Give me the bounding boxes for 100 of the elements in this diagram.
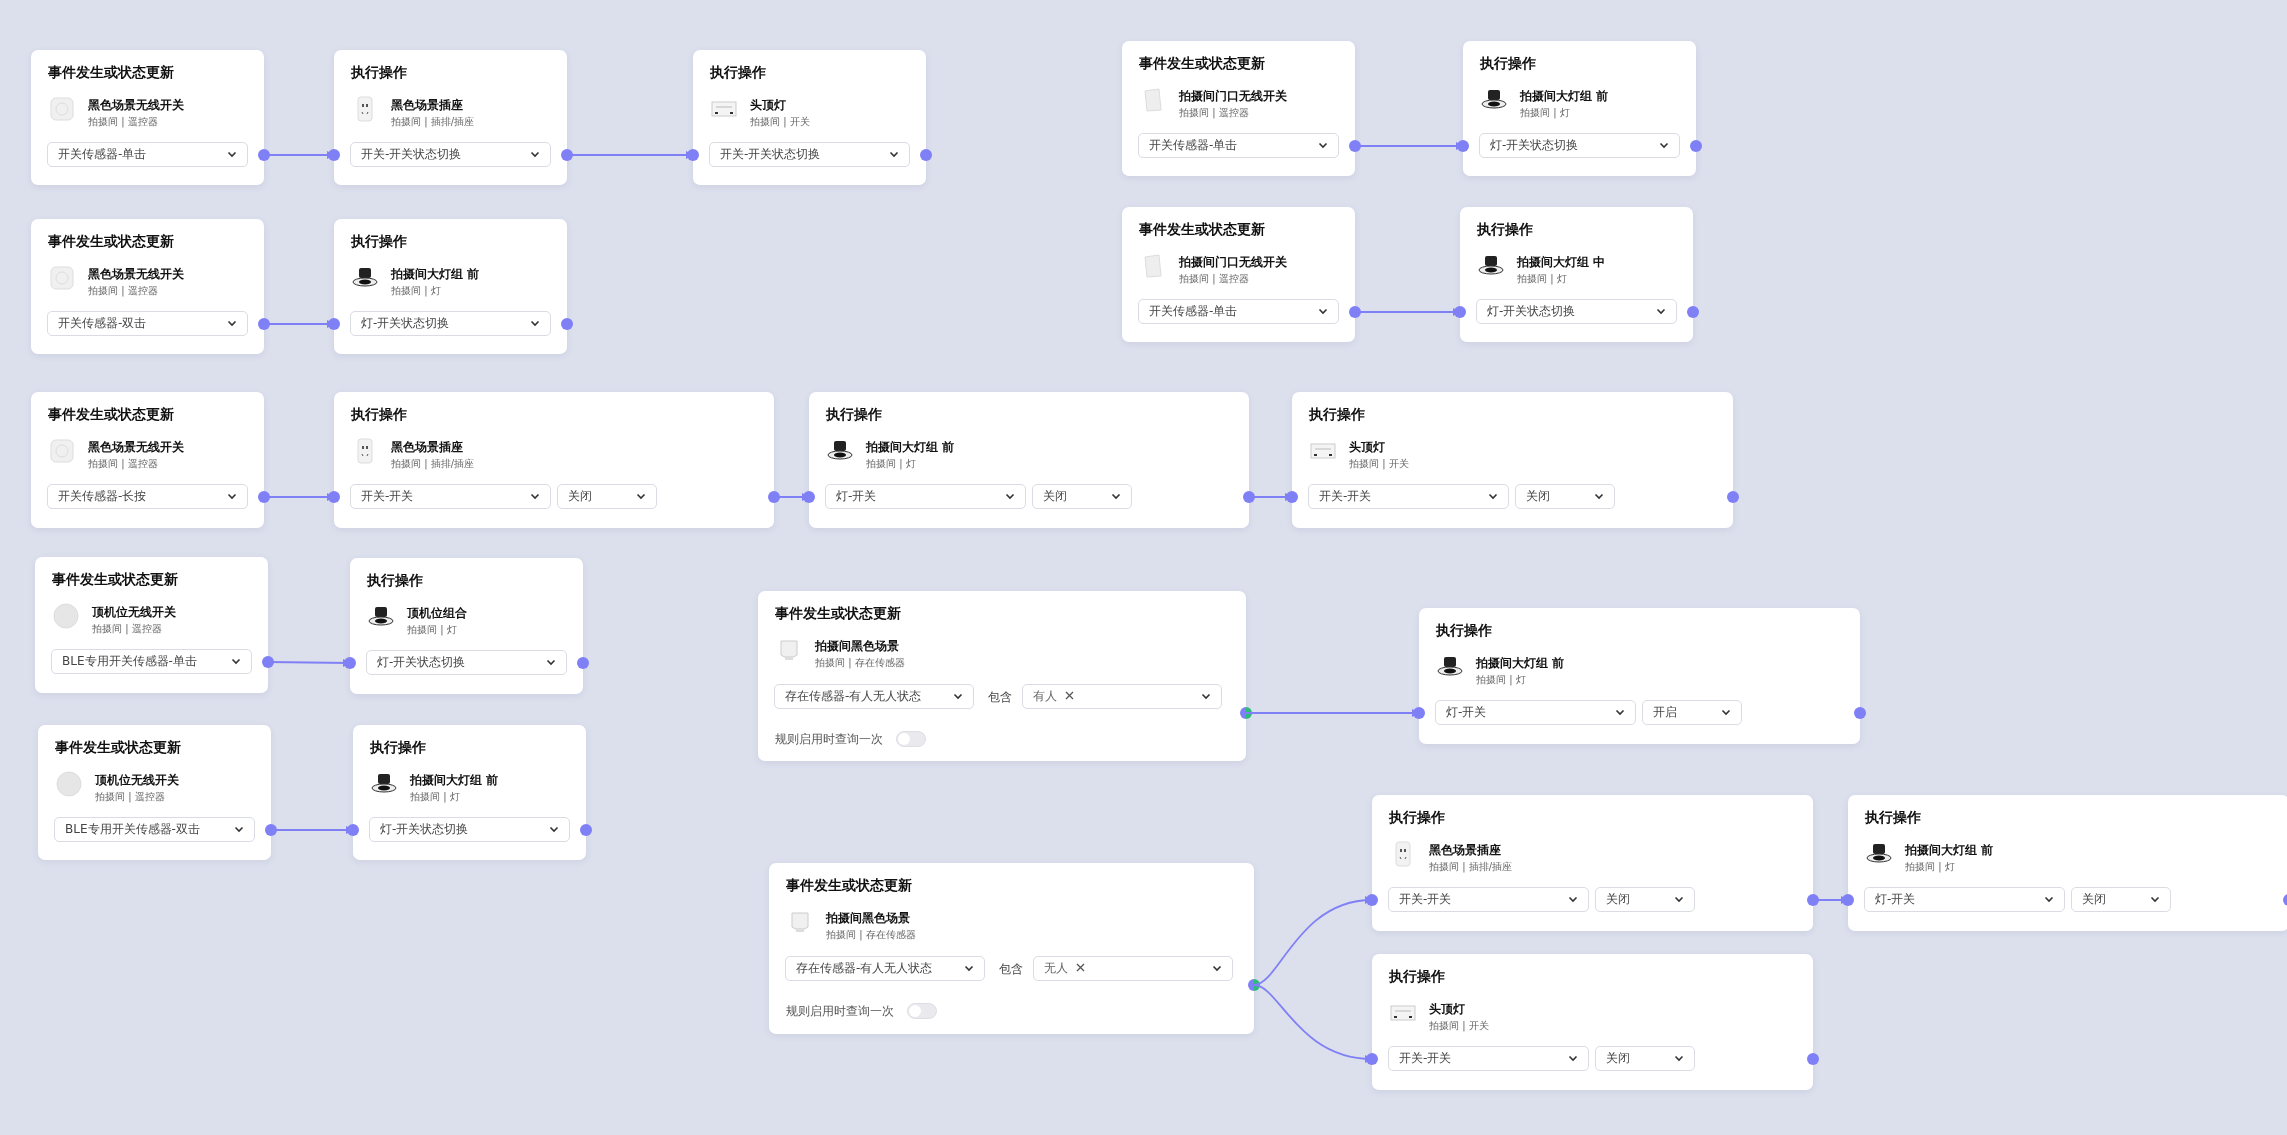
action-card: [1460, 207, 1693, 342]
device-location: 拍摄间 | 遥控器: [88, 115, 158, 129]
card-heading: 执行操作: [1477, 221, 1533, 239]
card-heading: 事件发生或状态更新: [1139, 221, 1265, 239]
toggle-label: 规则启用时查询一次: [775, 731, 883, 748]
card-heading: 事件发生或状态更新: [1139, 55, 1265, 73]
action-card: [1463, 41, 1696, 176]
device-location: 拍摄间 | 遥控器: [88, 457, 158, 471]
device-location: 拍摄间 | 灯: [866, 457, 916, 471]
select-field: 有人: [1022, 684, 1222, 709]
dropdown: 开关传感器-长按: [47, 484, 248, 509]
card-heading: 事件发生或状态更新: [786, 877, 912, 895]
trigger-card: [35, 557, 268, 693]
dropdown: BLE专用开关传感器-双击: [54, 817, 255, 842]
card-heading: 执行操作: [1436, 622, 1492, 640]
action-card: [334, 392, 774, 528]
trigger-card: [38, 725, 271, 860]
card-heading: 执行操作: [826, 406, 882, 424]
device-name: 拍摄间大灯组 中: [1517, 254, 1606, 271]
select-field: 无人: [1033, 956, 1233, 981]
dropdown: 开关传感器-双击: [47, 311, 248, 336]
device-location: 拍摄间 | 遥控器: [95, 790, 165, 804]
device-name: 黑色场景插座: [391, 439, 463, 456]
trigger-card: [31, 392, 264, 528]
dropdown: 灯-开关: [1864, 887, 2065, 912]
dropdown: 灯-开关: [825, 484, 1026, 509]
device-location: 拍摄间 | 灯: [410, 790, 460, 804]
device-name: 拍摄间大灯组 前: [410, 772, 499, 789]
dropdown: 灯-开关状态切换: [1476, 299, 1677, 324]
device-name: 拍摄间大灯组 前: [1476, 655, 1565, 672]
dropdown: 开关-开关: [1388, 1046, 1589, 1071]
device-location: 拍摄间 | 遥控器: [1179, 106, 1249, 120]
dropdown: 灯-开关状态切换: [369, 817, 570, 842]
device-location: 拍摄间 | 存在传感器: [826, 928, 916, 942]
device-location: 拍摄间 | 开关: [1429, 1019, 1489, 1033]
card-heading: 事件发生或状态更新: [775, 605, 901, 623]
device-location: 拍摄间 | 灯: [407, 623, 457, 637]
action-card: [1848, 795, 2287, 931]
card-heading: 执行操作: [351, 233, 407, 251]
dropdown: 关闭: [1595, 1046, 1695, 1071]
device-location: 拍摄间 | 灯: [391, 284, 441, 298]
device-location: 拍摄间 | 遥控器: [1179, 272, 1249, 286]
action-card: [334, 219, 567, 354]
card-heading: 执行操作: [1480, 55, 1536, 73]
trigger-card: [1122, 207, 1355, 342]
device-location: 拍摄间 | 存在传感器: [815, 656, 905, 670]
device-location: 拍摄间 | 遥控器: [88, 284, 158, 298]
dropdown: 开关-开关: [1308, 484, 1509, 509]
dropdown: 灯-开关: [1435, 700, 1636, 725]
card-heading: 事件发生或状态更新: [55, 739, 181, 757]
device-location: 拍摄间 | 灯: [1905, 860, 1955, 874]
action-card: [1292, 392, 1733, 528]
dropdown: 存在传感器-有人无人状态: [774, 684, 974, 709]
action-card: [350, 558, 583, 694]
dropdown: 开关-开关: [1388, 887, 1589, 912]
dropdown: 开启: [1642, 700, 1742, 725]
trigger-card: [769, 863, 1254, 1034]
device-name: 拍摄间门口无线开关: [1179, 88, 1287, 105]
card-heading: 事件发生或状态更新: [52, 571, 178, 589]
trigger-card: [31, 50, 264, 185]
device-location: 拍摄间 | 开关: [750, 115, 810, 129]
dropdown: 存在传感器-有人无人状态: [785, 956, 985, 981]
device-name: 拍摄间大灯组 前: [866, 439, 955, 456]
dropdown: 灯-开关状态切换: [366, 650, 567, 675]
device-name: 拍摄间黑色场景: [826, 910, 910, 927]
card-heading: 执行操作: [1389, 968, 1445, 986]
action-card: [1419, 608, 1860, 744]
trigger-card: [758, 591, 1246, 761]
dropdown: BLE专用开关传感器-单击: [51, 649, 252, 674]
card-heading: 执行操作: [1865, 809, 1921, 827]
dropdown: 开关-开关状态切换: [709, 142, 910, 167]
card-heading: 执行操作: [710, 64, 766, 82]
dropdown: 开关传感器-单击: [1138, 299, 1339, 324]
device-name: 拍摄间大灯组 前: [391, 266, 480, 283]
card-heading: 执行操作: [367, 572, 423, 590]
field-label: 包含: [999, 961, 1023, 978]
action-card: [353, 725, 586, 860]
device-location: 拍摄间 | 遥控器: [92, 622, 162, 636]
dropdown: 开关传感器-单击: [47, 142, 248, 167]
action-card: [1372, 795, 1813, 931]
device-location: 拍摄间 | 灯: [1517, 272, 1567, 286]
dropdown: 灯-开关状态切换: [350, 311, 551, 336]
device-location: 拍摄间 | 开关: [1349, 457, 1409, 471]
field-label: 包含: [988, 689, 1012, 706]
card-heading: 执行操作: [370, 739, 426, 757]
dropdown: 关闭: [557, 484, 657, 509]
card-heading: 事件发生或状态更新: [48, 233, 174, 251]
dropdown: 关闭: [2071, 887, 2171, 912]
device-name: 拍摄间黑色场景: [815, 638, 899, 655]
dropdown: 灯-开关状态切换: [1479, 133, 1680, 158]
device-name: 头顶灯: [1349, 439, 1385, 456]
device-name: 黑色场景插座: [1429, 842, 1501, 859]
device-location: 拍摄间 | 插排/插座: [1429, 860, 1513, 874]
card-heading: 执行操作: [1309, 406, 1365, 424]
device-location: 拍摄间 | 插排/插座: [391, 457, 475, 471]
card-heading: 执行操作: [351, 64, 407, 82]
action-card: [809, 392, 1249, 528]
device-name: 黑色场景无线开关: [88, 266, 184, 283]
card-heading: 事件发生或状态更新: [48, 64, 174, 82]
card-heading: 事件发生或状态更新: [48, 406, 174, 424]
